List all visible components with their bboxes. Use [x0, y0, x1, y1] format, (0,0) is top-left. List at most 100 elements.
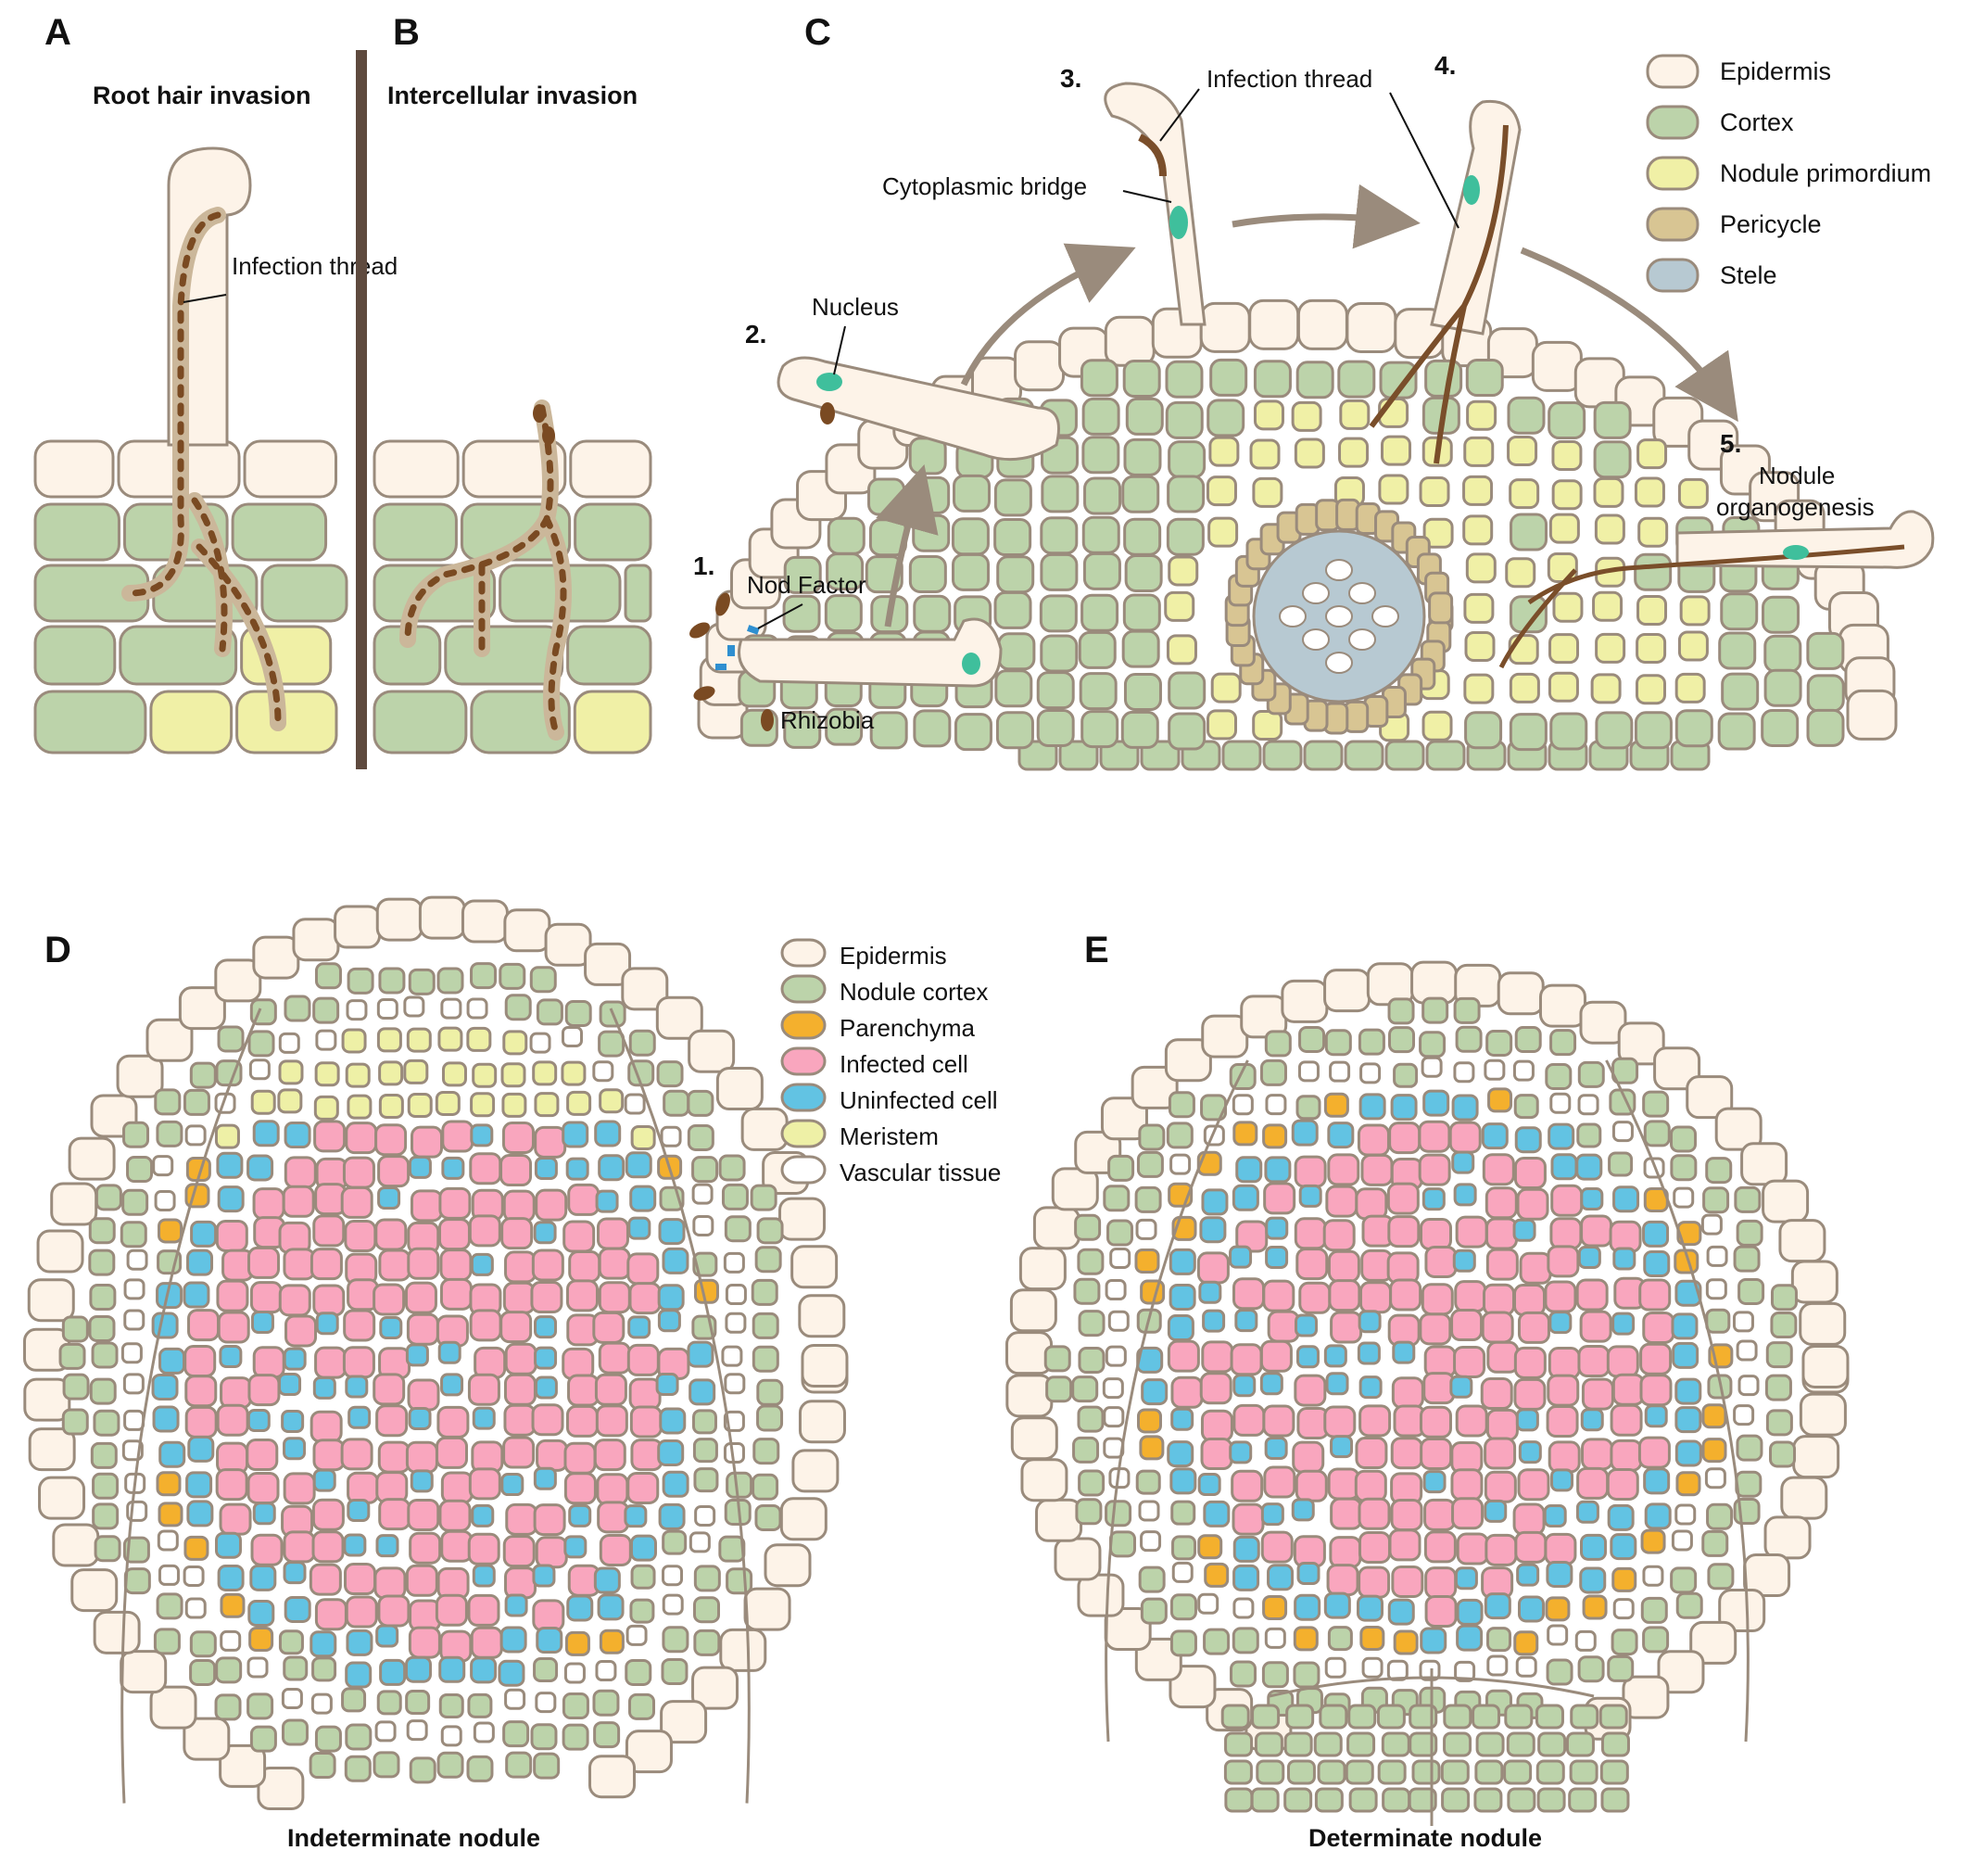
epidermis-cell: [1762, 1179, 1810, 1223]
vascular-cell: [123, 1309, 145, 1331]
infected-cell: [502, 1189, 536, 1223]
cortex-cell: [1166, 517, 1205, 556]
infected-cell: [1232, 1277, 1266, 1311]
epidermis-cell: [120, 1650, 168, 1694]
epidermis-cell: [1005, 1374, 1054, 1418]
cortex-cell: [1124, 553, 1163, 592]
vascular-cell: [122, 1373, 145, 1395]
uninfected-cell: [375, 1534, 399, 1558]
nodule-cortex-cell: [691, 1409, 717, 1435]
step-5-number: 5.: [1720, 429, 1741, 458]
infected-cell: [217, 1311, 250, 1344]
epidermis-cell: [1740, 1142, 1788, 1186]
cortex-cell: [783, 555, 822, 594]
epidermis-cell: [1846, 689, 1898, 741]
nucleus: [1463, 175, 1480, 205]
epidermis-cell: [1579, 1000, 1627, 1045]
nodule-cortex-cell: [183, 1088, 210, 1116]
infected-cell: [283, 1530, 316, 1564]
vascular-cell: [1102, 1377, 1124, 1400]
nodule-cortex-cell: [1733, 1245, 1761, 1273]
legend-swatch: [1646, 156, 1699, 191]
infected-cell: [1579, 1310, 1612, 1343]
uninfected-cell: [1201, 1188, 1229, 1216]
legend-item: Uninfected cell: [780, 1083, 998, 1114]
nodule-primordium-cell: [1677, 477, 1709, 509]
nodule-cortex-cell: [1734, 1185, 1762, 1213]
nodule-cortex-cell: [1319, 1704, 1348, 1730]
vascular-cell: [1671, 1529, 1693, 1552]
uninfected-cell: [183, 1281, 210, 1309]
vascular-cell: [184, 1597, 207, 1619]
epidermis-cell: [691, 1666, 739, 1710]
infected-cell: [504, 1566, 537, 1600]
nodule-primordium-cell: [1381, 435, 1412, 466]
infected-cell: [1549, 1217, 1583, 1250]
uninfected-cell: [1169, 1248, 1196, 1275]
cortex-cell: [624, 564, 652, 623]
infected-cell: [1358, 1497, 1391, 1530]
meristem-cell: [278, 1059, 304, 1085]
infected-cell: [1260, 1530, 1294, 1564]
uninfected-cell: [1580, 1533, 1608, 1561]
vascular-cell: [535, 1692, 557, 1714]
parenchyma-cell: [1197, 1534, 1223, 1560]
parenchyma-cell: [248, 1626, 274, 1652]
step-2-number: 2.: [745, 320, 766, 349]
nodule-primordium-cell: [1421, 710, 1453, 742]
cortex-cell: [1140, 740, 1181, 771]
uninfected-cell: [1420, 1627, 1447, 1654]
infected-cell: [1389, 1278, 1422, 1312]
infected-cell: [535, 1536, 568, 1569]
vascular-cell: [1454, 1660, 1476, 1682]
uninfected-cell: [1484, 1592, 1511, 1620]
cortex-cell: [1168, 440, 1207, 479]
root-hair-stage-4: [1430, 99, 1522, 336]
infected-cell: [1517, 1468, 1550, 1502]
cortex-cell: [1081, 515, 1120, 554]
parenchyma-cell: [158, 1502, 183, 1527]
infected-cell: [278, 1284, 311, 1317]
cortex-cell: [1121, 629, 1160, 668]
epidermis-cell: [243, 439, 338, 499]
uninfected-cell: [1610, 1533, 1637, 1561]
uninfected-cell: [1294, 1593, 1321, 1621]
uninfected-cell: [565, 1157, 589, 1181]
cortex-cell: [908, 554, 947, 593]
vascular-cell: [1297, 1060, 1320, 1083]
infected-cell: [436, 1405, 470, 1439]
nodule-cortex-cell: [1107, 1154, 1135, 1182]
parenchyma-cell: [1136, 1408, 1162, 1434]
cortex-cell: [1549, 712, 1588, 751]
xylem-cell: [1348, 582, 1376, 604]
legend-item: Vascular tissue: [780, 1155, 1001, 1186]
nodule-cortex-cell: [1074, 1213, 1102, 1241]
meristem-cell: [403, 1058, 429, 1084]
meristem-cell: [441, 1061, 467, 1087]
parenchyma-cell: [1204, 1562, 1230, 1588]
uninfected-cell: [1546, 1560, 1573, 1588]
nodule-cortex-cell: [1443, 1704, 1472, 1730]
uninfected-cell: [375, 1624, 399, 1648]
infected-cell: [598, 1341, 631, 1375]
epidermis-cell: [1790, 1260, 1838, 1304]
cortex-cell: [1262, 740, 1303, 771]
nodule-cortex-cell: [1568, 1787, 1598, 1813]
vascular-cell: [625, 1624, 648, 1646]
pericycle-cell: [1315, 499, 1341, 532]
infected-cell: [406, 1312, 439, 1346]
nodule-cortex-cell: [1441, 1787, 1471, 1813]
uninfected-cell: [315, 1312, 339, 1336]
infected-cell: [502, 1535, 536, 1568]
nodule-cortex-cell: [1377, 1759, 1407, 1785]
xylem-cell: [1325, 605, 1353, 627]
cortex-cell: [1718, 631, 1757, 670]
infected-cell: [1262, 1404, 1295, 1438]
uninfected-cell: [595, 1189, 619, 1213]
epidermis-cell: [373, 439, 460, 499]
uninfected-cell: [346, 1629, 373, 1656]
nodule-primordium-cell: [1548, 513, 1580, 544]
legend-item: Epidermis: [780, 938, 947, 970]
nodule-cortex-cell: [121, 1188, 149, 1216]
infected-cell: [630, 1439, 663, 1472]
